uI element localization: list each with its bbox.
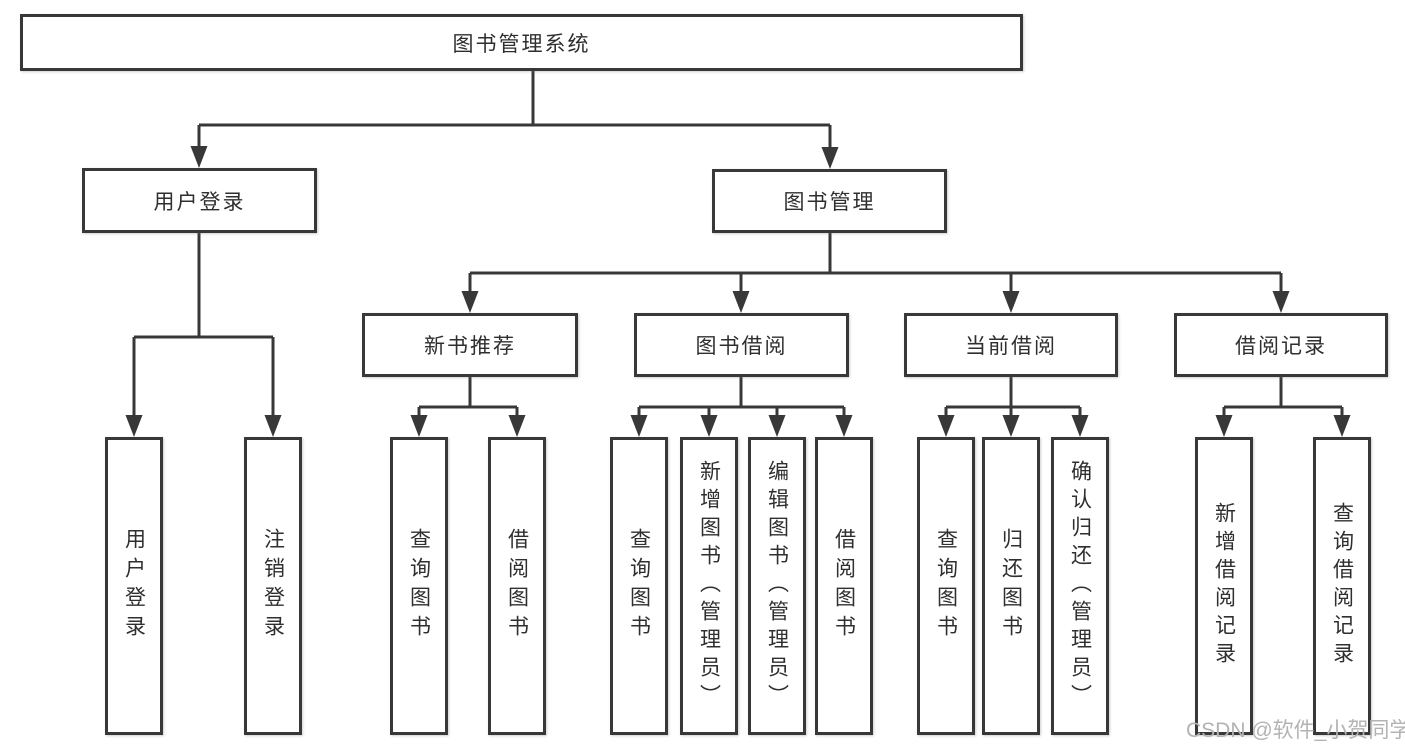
node-new-book-recommend-label: 新书推荐	[424, 335, 516, 358]
leaf-borrow-book: 借阅图书	[815, 437, 873, 735]
leaf-current-confirm-return: 确认归还（管理员）	[1051, 437, 1109, 735]
leaf-newbook-borrow: 借阅图书	[488, 437, 546, 735]
node-root: 图书管理系统	[20, 14, 1023, 71]
node-current-borrow-label: 当前借阅	[965, 335, 1057, 358]
leaf-borrow-add-book-label: 新增图书（管理员）	[697, 460, 721, 712]
leaf-current-return-label: 归还图书	[999, 528, 1023, 644]
leaf-newbook-search: 查询图书	[390, 437, 448, 735]
leaf-record-add: 新增借阅记录	[1195, 437, 1253, 735]
leaf-user-login: 用户登录	[105, 437, 163, 735]
leaf-record-search-label: 查询借阅记录	[1330, 502, 1354, 670]
leaf-logout: 注销登录	[244, 437, 302, 735]
node-borrow-records-label: 借阅记录	[1235, 335, 1327, 358]
leaf-current-search: 查询图书	[917, 437, 975, 735]
node-root-label: 图书管理系统	[452, 32, 591, 56]
node-book-management-label: 图书管理	[783, 191, 876, 214]
watermark: CSDN @软件_小贺同学	[1186, 719, 1405, 742]
leaf-borrow-edit-book-label: 编辑图书（管理员）	[765, 460, 789, 712]
node-borrow-records: 借阅记录	[1174, 313, 1388, 377]
leaf-borrow-search: 查询图书	[610, 437, 668, 735]
leaf-borrow-search-label: 查询图书	[627, 528, 651, 644]
leaf-record-search: 查询借阅记录	[1313, 437, 1371, 735]
node-user-login-label: 用户登录	[153, 190, 246, 214]
node-book-borrow-label: 图书借阅	[695, 335, 788, 358]
node-book-management: 图书管理	[712, 169, 947, 233]
leaf-current-confirm-return-label: 确认归还（管理员）	[1068, 460, 1092, 712]
node-current-borrow: 当前借阅	[904, 313, 1118, 377]
node-new-book-recommend: 新书推荐	[362, 313, 578, 377]
leaf-newbook-search-label: 查询图书	[407, 528, 431, 644]
leaf-user-login-label: 用户登录	[122, 528, 146, 644]
leaf-borrow-add-book: 新增图书（管理员）	[680, 437, 738, 735]
leaf-current-search-label: 查询图书	[934, 528, 958, 644]
leaf-borrow-book-label: 借阅图书	[832, 528, 856, 644]
leaf-newbook-borrow-label: 借阅图书	[505, 528, 529, 644]
leaf-record-add-label: 新增借阅记录	[1212, 502, 1236, 670]
leaf-current-return: 归还图书	[982, 437, 1040, 735]
leaf-borrow-edit-book: 编辑图书（管理员）	[748, 437, 806, 735]
node-book-borrow: 图书借阅	[634, 313, 849, 377]
leaf-logout-label: 注销登录	[261, 528, 285, 644]
node-user-login: 用户登录	[82, 168, 317, 233]
